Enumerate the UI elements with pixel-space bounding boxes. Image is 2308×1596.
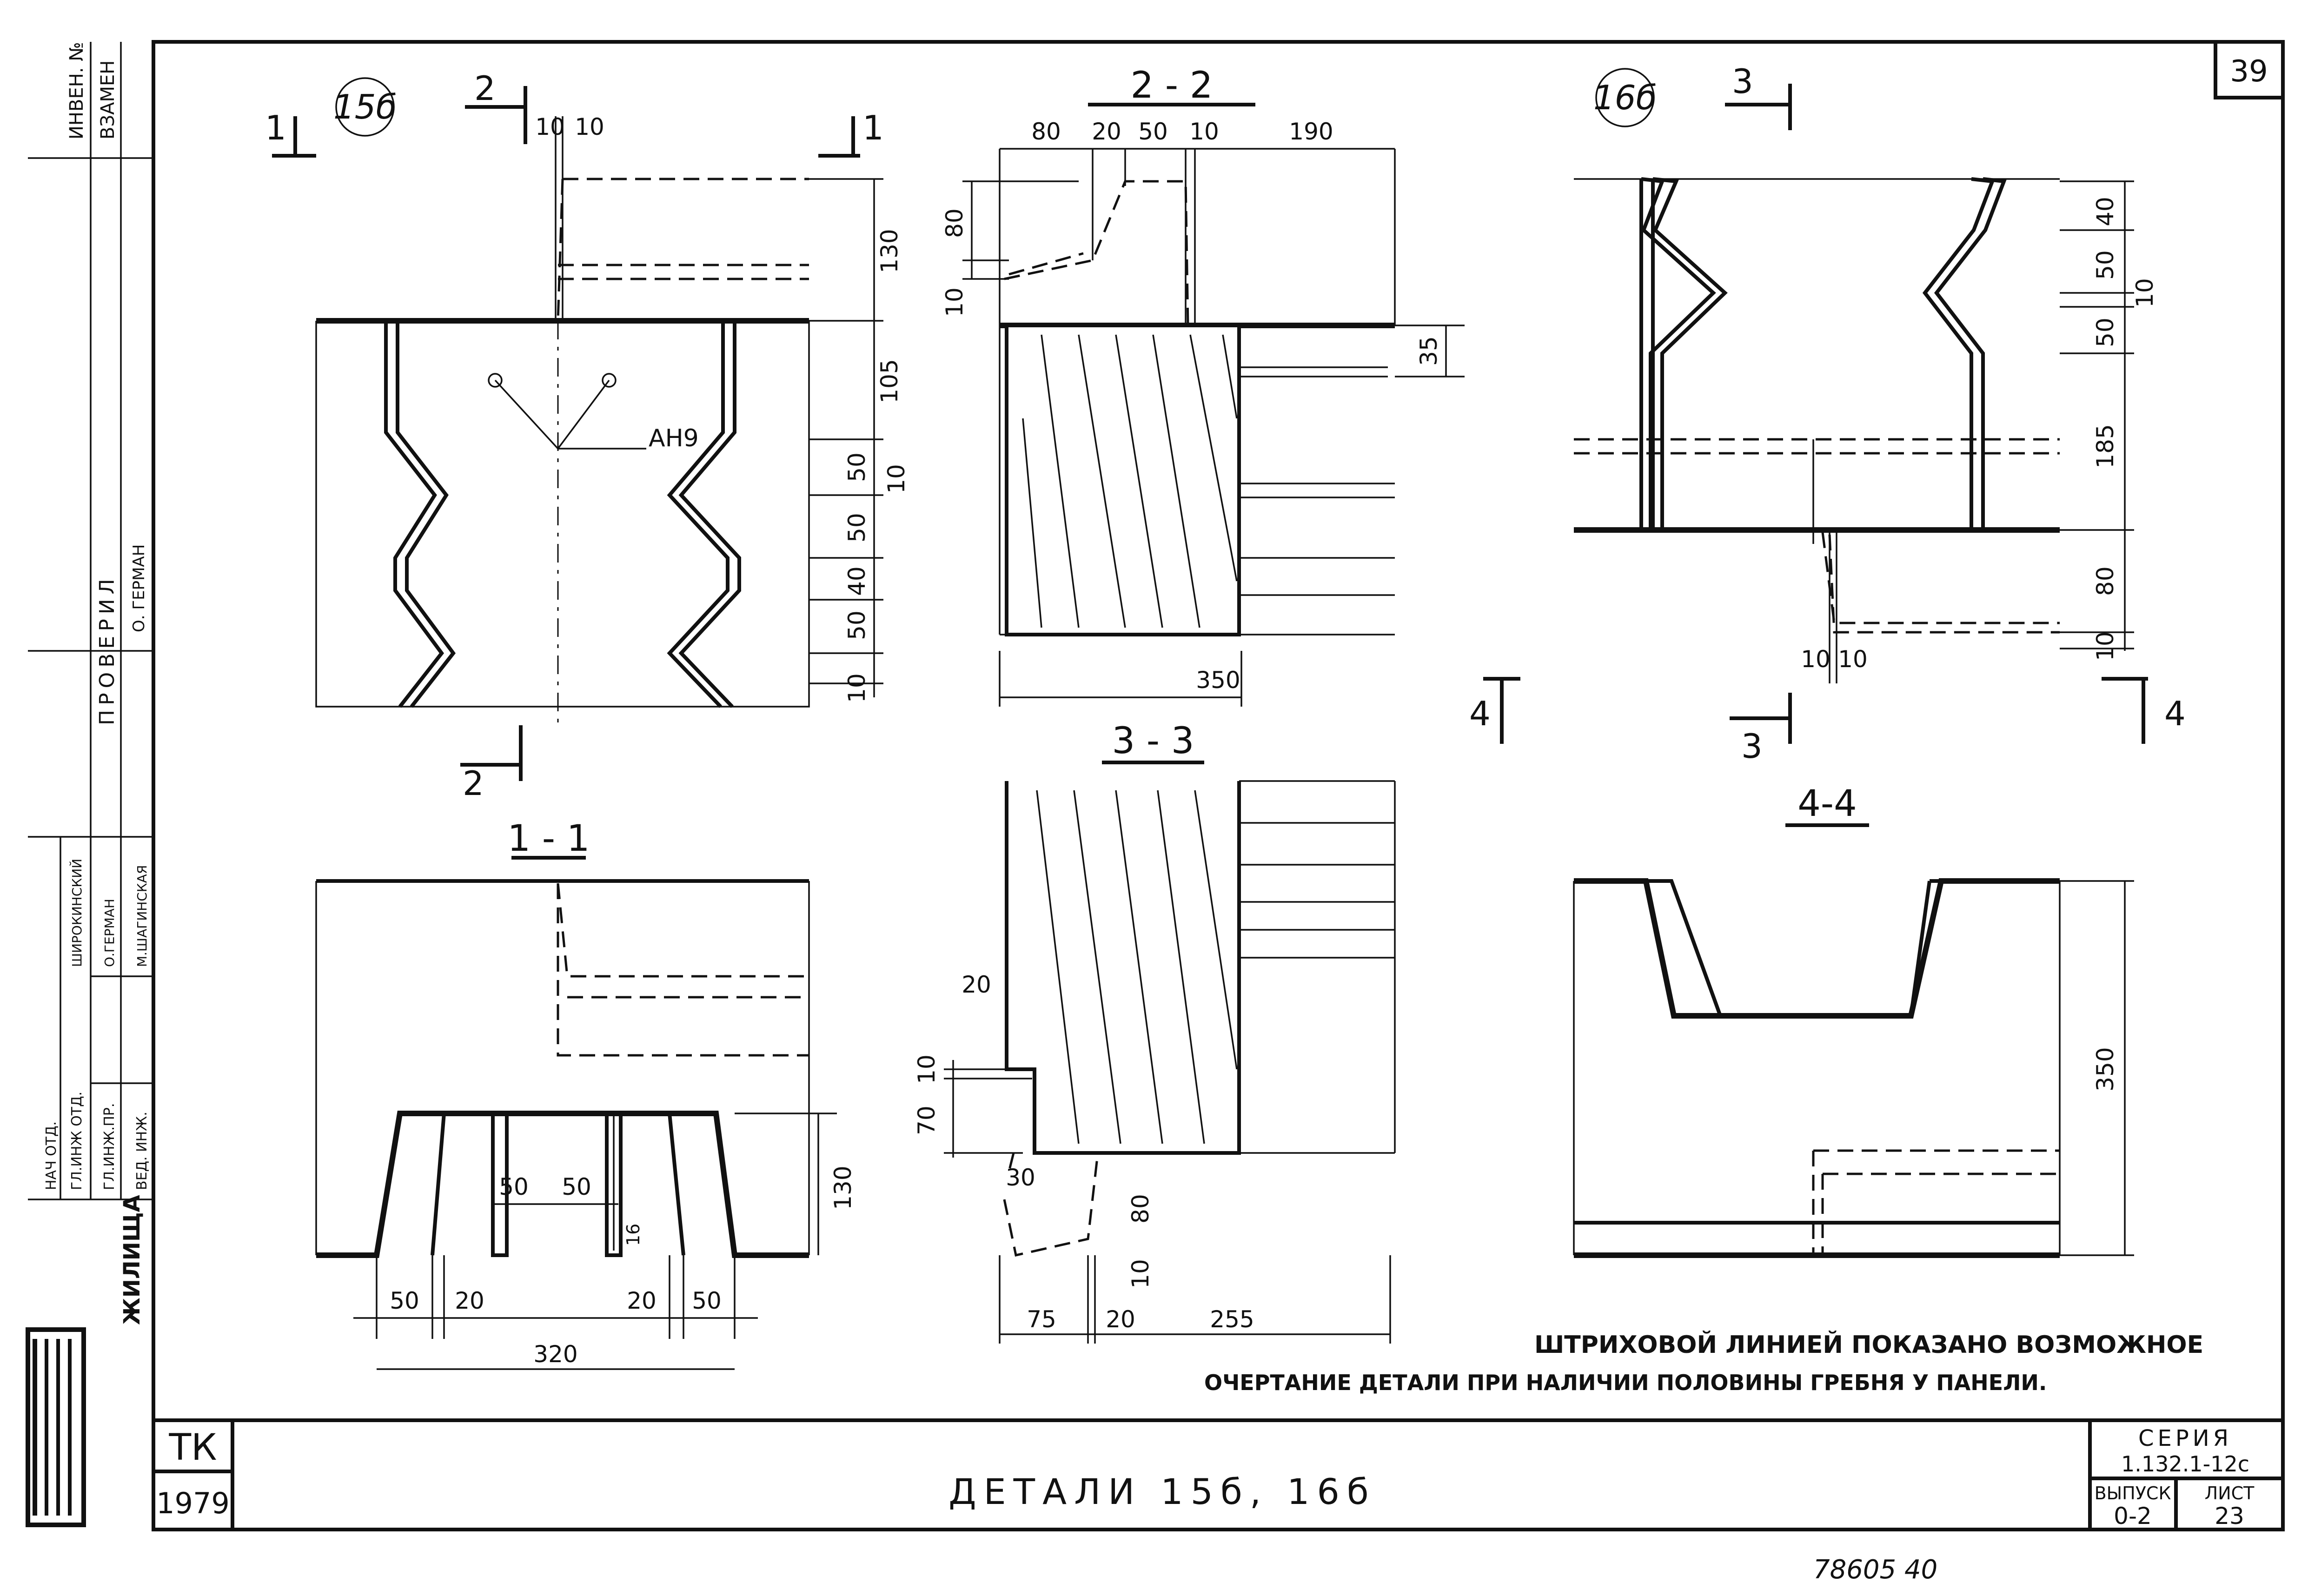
- s33-dim-bottom-small-3: 10: [1127, 1259, 1154, 1289]
- d15-dim-right-130: 130: [876, 229, 903, 273]
- d15-dim-right-50b: 50: [843, 513, 870, 543]
- left-stamp: ИНВЕН. № ВЗАМЕН ПРОВЕРИЛ О. ГЕРМАН НАЧ О…: [28, 42, 153, 1200]
- cut-1-right: 1: [862, 108, 884, 147]
- d15-dim-right-50a: 50: [843, 452, 870, 482]
- stamp-row-name-4: М.ШАГИНСКАЯ: [134, 865, 150, 967]
- s22-dim-top-3: 50: [1138, 118, 1168, 145]
- d16-dim-right-40: 40: [2092, 197, 2119, 226]
- s22-dim-bottom: 350: [1196, 667, 1240, 694]
- s22-dim-right: 35: [1415, 336, 1442, 366]
- marker-16b: 16б: [1593, 78, 1657, 117]
- s33-dim-left-1: 20: [962, 971, 991, 998]
- issue-label: ВЫПУСК: [2095, 1483, 2171, 1503]
- sheet-frame: [152, 40, 2285, 1531]
- s22-dim-top-1: 80: [1031, 118, 1061, 145]
- cut-4-left: 4: [1469, 694, 1491, 733]
- anchor-label: АН9: [649, 424, 699, 452]
- note-line-2: ОЧЕРТАНИЕ ДЕТАЛИ ПРИ НАЛИЧИИ ПОЛОВИНЫ ГР…: [1204, 1370, 2047, 1395]
- note-line-1: ШТРИХОВОЙ ЛИНИЕЙ ПОКАЗАНО ВОЗМОЖНОЕ: [1534, 1331, 2203, 1359]
- marker-15b: 15б: [333, 87, 397, 126]
- s22-dim-top-4: 10: [1189, 118, 1219, 145]
- page-number: 39: [2230, 54, 2268, 89]
- stamp-row-name-2: ШИРОКИНСКИЙ: [69, 859, 85, 967]
- stamp-row-role-1: НАЧ ОТД.: [43, 1121, 60, 1190]
- section-4-4: 4-4 350: [1573, 783, 2134, 1258]
- d15-dim-right-50c: 50: [843, 610, 870, 640]
- section-1-1-title: 1 - 1: [508, 818, 590, 860]
- s33-dim-bottom-small-2: 80: [1127, 1194, 1154, 1224]
- stamp-row-role-3: ГЛ.ИНЖ.ПР.: [101, 1103, 118, 1190]
- s22-dim-top-2: 20: [1092, 118, 1121, 145]
- d16-dim-right-185: 185: [2092, 424, 2119, 468]
- stamp-checked-label: ПРОВЕРИЛ: [95, 574, 119, 725]
- series-label: СЕРИЯ: [2138, 1425, 2232, 1451]
- d16-dim-right-80: 80: [2092, 566, 2119, 596]
- section-2-2: 2 - 2 80 20 50 10 190 80 10 35 350: [941, 65, 1465, 707]
- detail-15b: 15б 1 1 2 2 10 10 АН9 130 105 50 10 5: [265, 69, 910, 803]
- d16-dim-bottom-2: 10: [1838, 646, 1868, 673]
- d15-dim-right-10a: 10: [883, 464, 910, 494]
- cut-2-bottom: 2: [463, 764, 484, 803]
- cut-3-bottom: 3: [1741, 727, 1763, 766]
- handwritten-number: 78605 40: [1813, 1555, 1937, 1585]
- stamp-checked-name: О. ГЕРМАН: [130, 544, 148, 632]
- s11-dim-small: 16: [623, 1224, 643, 1246]
- s22-dim-left-2: 10: [941, 287, 968, 317]
- stamp-row-name-3: О.ГЕРМАН: [102, 899, 117, 967]
- stamp-replace-label: ВЗАМЕН: [97, 60, 119, 139]
- section-1-1: 1 - 1 50 50 16 50 20 20 50 320 130: [315, 818, 856, 1370]
- detail-16b: 16б 3 3 4 4 10 10 40 50 10 50 185 80 10: [1469, 62, 2186, 766]
- d15-dim-top-1: 10: [535, 113, 565, 140]
- stamp-row-role-4: ВЕД. ИНЖ.: [134, 1112, 150, 1190]
- s33-dim-bottom-3: 255: [1210, 1306, 1254, 1333]
- sheet-label: ЛИСТ: [2205, 1483, 2255, 1503]
- year-label: 1979: [156, 1486, 230, 1520]
- s11-dim-bottom-1: 50: [390, 1287, 419, 1314]
- d15-dim-top-2: 10: [575, 113, 604, 140]
- s33-dim-bottom-1: 75: [1027, 1306, 1056, 1333]
- d16-dim-bottom-1: 10: [1801, 646, 1830, 673]
- d16-dim-right-50a: 50: [2092, 250, 2119, 280]
- cut-4-right: 4: [2164, 694, 2186, 733]
- s11-dim-bottom-3: 20: [627, 1287, 657, 1314]
- s22-dim-top-5: 190: [1289, 118, 1333, 145]
- s11-dim-bottom-2: 20: [455, 1287, 484, 1314]
- institute-logo: ЖИЛИЩА: [26, 1195, 145, 1527]
- stamp-inv-label: ИНВЕН. №: [66, 42, 87, 139]
- s11-dim-mid-1: 50: [499, 1173, 529, 1200]
- section-3-3: 3 - 3 20 10 70 30 80 10 75 20 255: [913, 720, 1396, 1344]
- section-4-4-title: 4-4: [1797, 783, 1857, 825]
- issue-value: 0-2: [2114, 1503, 2152, 1530]
- section-3-3-title: 3 - 3: [1112, 720, 1194, 762]
- s33-dim-left-3: 70: [913, 1106, 940, 1135]
- d16-dim-right-10b: 10: [2092, 631, 2119, 661]
- section-2-2-title: 2 - 2: [1131, 65, 1213, 106]
- page-number-box: [2214, 40, 2285, 99]
- sheet-value: 23: [2215, 1503, 2244, 1530]
- cut-1-left: 1: [265, 108, 286, 147]
- d16-dim-right-10a: 10: [2131, 278, 2158, 308]
- cut-2-top: 2: [474, 69, 496, 108]
- s33-dim-bottom-2: 20: [1106, 1306, 1135, 1333]
- tk-label: ТК: [168, 1427, 217, 1469]
- d15-dim-right-40: 40: [843, 566, 870, 596]
- sheet-title: ДЕТАЛИ 15б, 16б: [948, 1471, 1376, 1512]
- s11-dim-height: 130: [829, 1166, 856, 1210]
- s33-dim-bottom-small-1: 30: [1006, 1164, 1035, 1191]
- s22-dim-left-1: 80: [941, 208, 968, 238]
- d16-dim-right-50b: 50: [2092, 318, 2119, 347]
- d15-dim-right-105: 105: [876, 359, 903, 403]
- s33-dim-left-2: 10: [913, 1054, 940, 1084]
- stamp-row-role-2: ГЛ.ИНЖ ОТД.: [69, 1092, 85, 1190]
- s44-dim-height: 350: [2092, 1047, 2119, 1091]
- s11-dim-mid-2: 50: [562, 1173, 591, 1200]
- s11-dim-total: 320: [533, 1341, 577, 1368]
- logo-text: ЖИЛИЩА: [119, 1195, 145, 1325]
- d15-dim-right-10b: 10: [843, 673, 870, 703]
- s11-dim-bottom-4: 50: [692, 1287, 722, 1314]
- series-value: 1.132.1-12с: [2121, 1451, 2249, 1477]
- cut-3-top: 3: [1732, 62, 1753, 101]
